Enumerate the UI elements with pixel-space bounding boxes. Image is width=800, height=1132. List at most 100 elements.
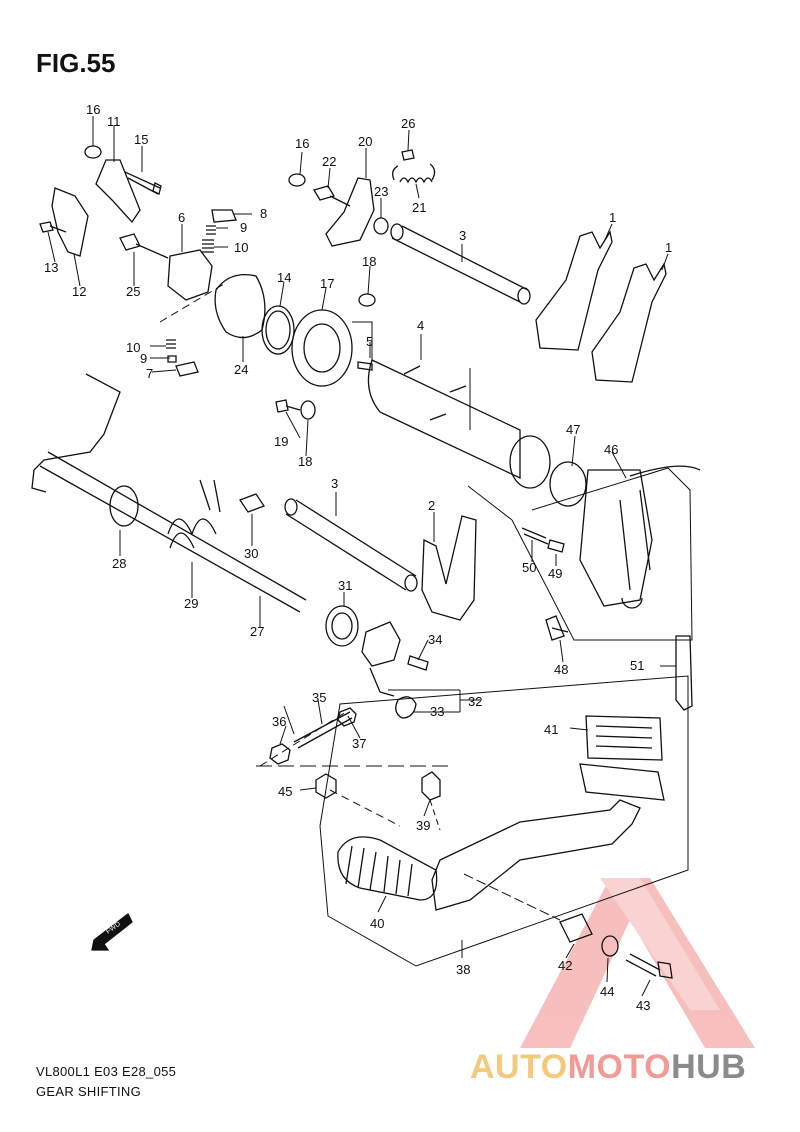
callout-14: 14 (277, 270, 291, 285)
washer-16b-icon (288, 173, 306, 187)
nut-45-icon (315, 773, 337, 799)
callout-18a: 18 (362, 254, 376, 269)
bolt-22-icon (313, 185, 351, 207)
callout-51: 51 (630, 658, 644, 673)
callout-27: 27 (250, 624, 264, 639)
callout-12: 12 (72, 284, 86, 299)
watermark-part-moto: MOTO (567, 1048, 672, 1086)
callout-18b: 18 (298, 454, 312, 469)
callout-11: 11 (107, 114, 121, 129)
callout-25: 25 (126, 284, 140, 299)
watermark-logo: AUTOMOTOHUB (470, 1048, 746, 1087)
callout-47: 47 (566, 422, 580, 437)
model-code: VL800L1 E03 E28_055 (36, 1064, 177, 1079)
plate-11-icon (95, 159, 141, 224)
bolt-30-icon (239, 493, 265, 513)
callout-7: 7 (146, 366, 153, 381)
callout-41: 41 (544, 722, 558, 737)
bolt-39-icon (421, 771, 441, 801)
bolt-15-icon (124, 171, 162, 195)
pad-41-icon (585, 715, 663, 761)
nut-36-icon (269, 743, 291, 765)
callout-5: 5 (366, 334, 373, 349)
collar-28-icon (109, 485, 139, 527)
assembly-frames (159, 283, 693, 967)
callout-30: 30 (244, 546, 258, 561)
spring-9-icon (206, 225, 216, 235)
seal-31-icon (325, 605, 359, 647)
callout-44: 44 (600, 984, 614, 999)
fwd-arrow-icon (91, 913, 133, 951)
bolt-19-icon (275, 399, 301, 413)
fork-1a-icon (535, 230, 613, 351)
callout-1b: 1 (665, 240, 672, 255)
callout-29: 29 (184, 596, 198, 611)
plate-20-icon (325, 177, 375, 247)
callout-17: 17 (320, 276, 334, 291)
callout-24: 24 (234, 362, 248, 377)
watermark-part-auto: AUTO (470, 1048, 568, 1086)
rod-end-33-icon (395, 696, 417, 719)
callout-37: 37 (352, 736, 366, 751)
callout-10a: 10 (234, 240, 248, 255)
fork-1b-icon (591, 262, 667, 383)
callout-26: 26 (401, 116, 415, 131)
callout-2: 2 (428, 498, 435, 513)
shaft-3b-icon (285, 499, 417, 591)
callout-50: 50 (522, 560, 536, 575)
shaft-3-icon (391, 225, 529, 303)
washer-44-icon (601, 935, 619, 957)
callout-45: 45 (278, 784, 292, 799)
figure-title: FIG.55 (36, 48, 116, 78)
cap-8-icon (211, 209, 237, 223)
callout-40: 40 (370, 916, 384, 931)
callout-33: 33 (430, 704, 444, 719)
callout-19: 19 (274, 434, 288, 449)
bolt-43-icon (625, 953, 673, 979)
callout-31: 31 (338, 578, 352, 593)
callout-35: 35 (312, 690, 326, 705)
callout-16b: 16 (295, 136, 309, 151)
washer-18-icon (358, 293, 376, 307)
bolt-48-icon (545, 615, 569, 641)
rod-35-icon (293, 711, 353, 749)
lever-32-icon (361, 621, 401, 697)
rubber-40-icon (337, 836, 438, 901)
cam-6-icon (167, 249, 213, 301)
pin-5-icon (357, 361, 373, 371)
callout-22: 22 (322, 154, 336, 169)
callout-numbers: 16 11 15 13 12 6 8 9 10 25 10 9 7 24 14 … (44, 102, 672, 1013)
stopper-7-icon (175, 361, 199, 377)
watermark-triangle-icon (520, 878, 755, 1048)
washer-23-icon (373, 217, 389, 235)
shift-arm-icon (31, 373, 121, 493)
plate-24-icon (214, 273, 266, 339)
callout-1a: 1 (609, 210, 616, 225)
callout-9a: 9 (240, 220, 247, 235)
spring-29-icon (167, 479, 221, 549)
callout-42: 42 (558, 958, 572, 973)
spring-21-icon (392, 163, 436, 184)
switch-46-icon (579, 469, 653, 607)
fork-2-icon (421, 515, 477, 621)
callout-46: 46 (604, 442, 618, 457)
spring-10-icon (202, 239, 214, 253)
callout-3a: 3 (459, 228, 466, 243)
callout-39: 39 (416, 818, 430, 833)
callout-8: 8 (260, 206, 267, 221)
callout-6: 6 (178, 210, 185, 225)
callout-10b: 10 (126, 340, 140, 355)
callout-43: 43 (636, 998, 650, 1013)
callout-3b: 3 (331, 476, 338, 491)
callout-36: 36 (272, 714, 286, 729)
shaft-27-icon (39, 451, 307, 613)
pedal-38-icon (431, 799, 641, 911)
pin-49-icon (547, 539, 565, 553)
bolt-34-icon (407, 655, 429, 671)
callout-13: 13 (44, 260, 58, 275)
clamp-51-icon (675, 635, 693, 711)
callout-15: 15 (134, 132, 148, 147)
callout-34: 34 (428, 632, 442, 647)
